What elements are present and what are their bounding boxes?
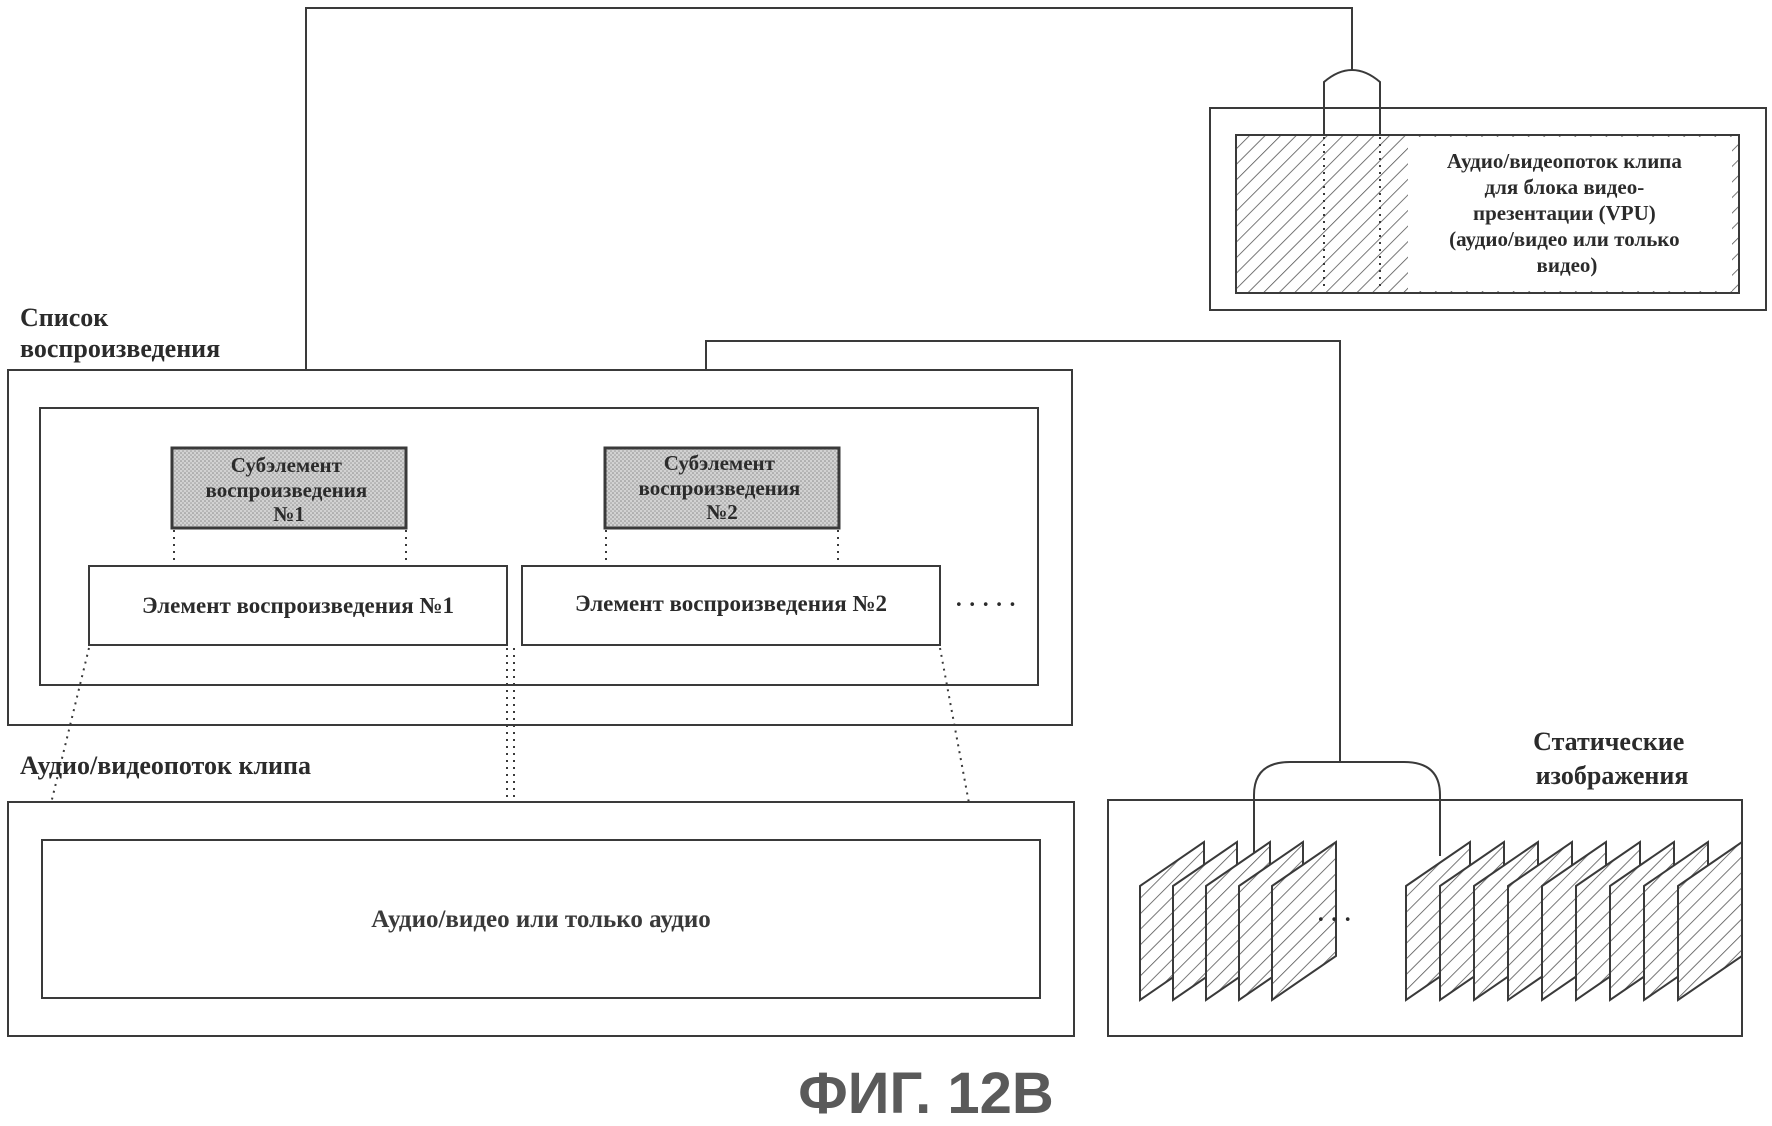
vpu-label-line-4: (аудио/видео или только	[1449, 227, 1680, 251]
playitem-2-label: Элемент воспроизведения №2	[575, 591, 887, 616]
playitem-1-label: Элемент воспроизведения №1	[142, 593, 454, 618]
vpu-stream-block: Аудио/видеопоток клипа для блока видео- …	[1210, 70, 1766, 310]
subitem-1-line-2: воспроизведения	[206, 478, 368, 502]
subitem-2-line-3: №2	[706, 500, 738, 524]
vpu-label-line-5: видео)	[1537, 253, 1598, 277]
vpu-label-line-1: Аудио/видеопоток клипа	[1447, 149, 1683, 173]
playlist-label-line-2: воспроизведения	[20, 334, 220, 363]
still-image-group-right	[1406, 842, 1742, 1000]
playlist-label: Список воспроизведения	[20, 303, 220, 363]
subitem-1-line-1: Субэлемент	[231, 453, 343, 477]
clip-av-stream-label: Аудио/видеопоток клипа	[20, 751, 311, 780]
subitem-1-line-3: №1	[273, 502, 305, 526]
subitem-2-line-2: воспроизведения	[639, 476, 801, 500]
still-images-ellipsis: · · ·	[1317, 907, 1352, 932]
still-images-line-1: Статические	[1533, 727, 1684, 756]
still-images-line-2: изображения	[1536, 761, 1689, 790]
figure-caption: ФИГ. 12В	[798, 1061, 1053, 1121]
still-images-label: Статические изображения	[1533, 727, 1691, 790]
vpu-to-subitem1-connector	[306, 8, 1352, 432]
playitem-ellipsis: · · · · ·	[955, 592, 1016, 617]
subitem-2-line-1: Субэлемент	[664, 451, 776, 475]
still-image-group-left	[1140, 842, 1336, 1000]
vpu-label-line-3: презентации (VPU)	[1473, 201, 1656, 225]
playlist-label-line-1: Список	[20, 303, 108, 332]
vpu-label-line-2: для блока видео-	[1485, 175, 1645, 199]
av-only-audio-label: Аудио/видео или только аудио	[371, 906, 711, 933]
